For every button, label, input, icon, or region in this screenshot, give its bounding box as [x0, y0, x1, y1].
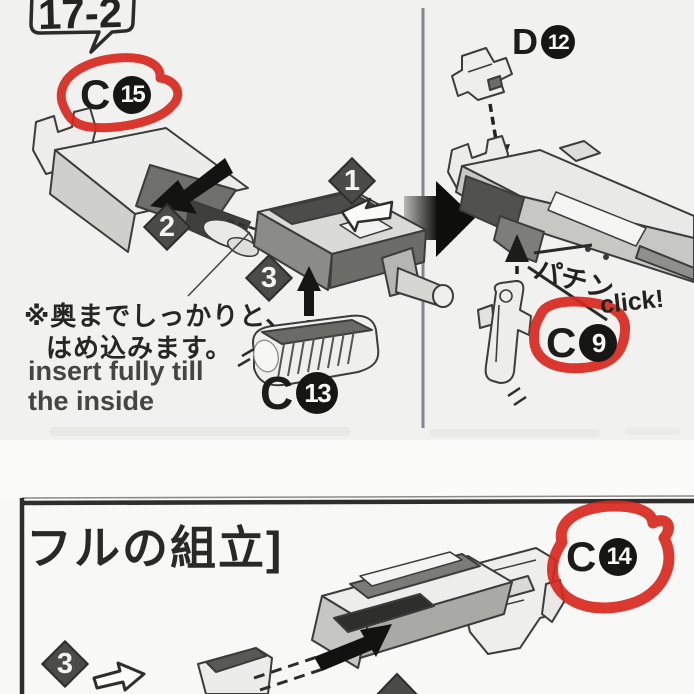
step-marker-1: 1 [329, 158, 375, 204]
step-marker-3: 3 [246, 255, 292, 301]
note-en-line1: insert fully till [28, 356, 204, 386]
note-jp-line2: はめ込みます。 [46, 333, 233, 363]
part-label-c13: C 13 [260, 370, 339, 416]
part-label-d12: D 12 [512, 24, 575, 60]
step-number: 17-2 [37, 0, 123, 39]
step-marker-3-bottom: 3 [42, 641, 88, 687]
part-label-c9: C 9 [546, 322, 618, 364]
part-label-c14: C 14 [566, 536, 638, 578]
section-heading: フルの組立] [26, 522, 284, 574]
step-marker-2: 2 [144, 204, 190, 250]
note-en-line2: the inside [28, 386, 155, 416]
part-label-c15: C 15 [80, 74, 152, 116]
note-jp-line1: ※奥までしっかりと、 [24, 301, 293, 331]
